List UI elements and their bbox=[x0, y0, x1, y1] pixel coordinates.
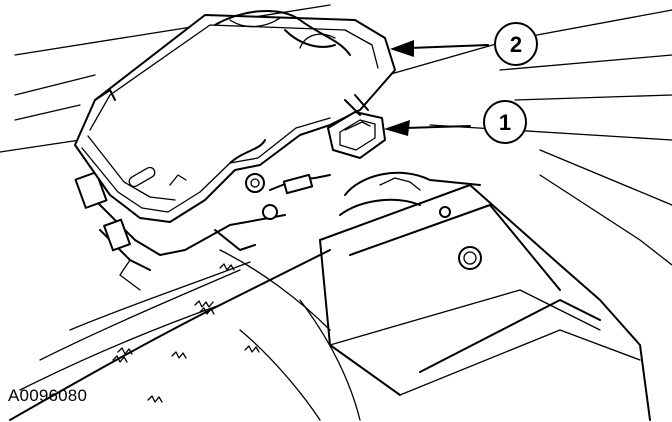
lower-trim-panel bbox=[9, 249, 361, 421]
bracket-housing bbox=[319, 171, 651, 421]
arrowhead-2 bbox=[390, 40, 414, 57]
leader-lines bbox=[384, 40, 489, 136]
callout-label-2: 2 bbox=[510, 32, 522, 57]
figure-id-label: A0096080 bbox=[8, 386, 88, 405]
callout-1: 1 bbox=[483, 100, 527, 144]
callout-2: 2 bbox=[494, 22, 538, 66]
electrical-connector bbox=[327, 94, 386, 159]
callout-label-1: 1 bbox=[499, 110, 511, 135]
arrowhead-1 bbox=[384, 120, 410, 136]
electronic-module-body bbox=[74, 9, 396, 223]
module-bracket bbox=[74, 171, 331, 291]
